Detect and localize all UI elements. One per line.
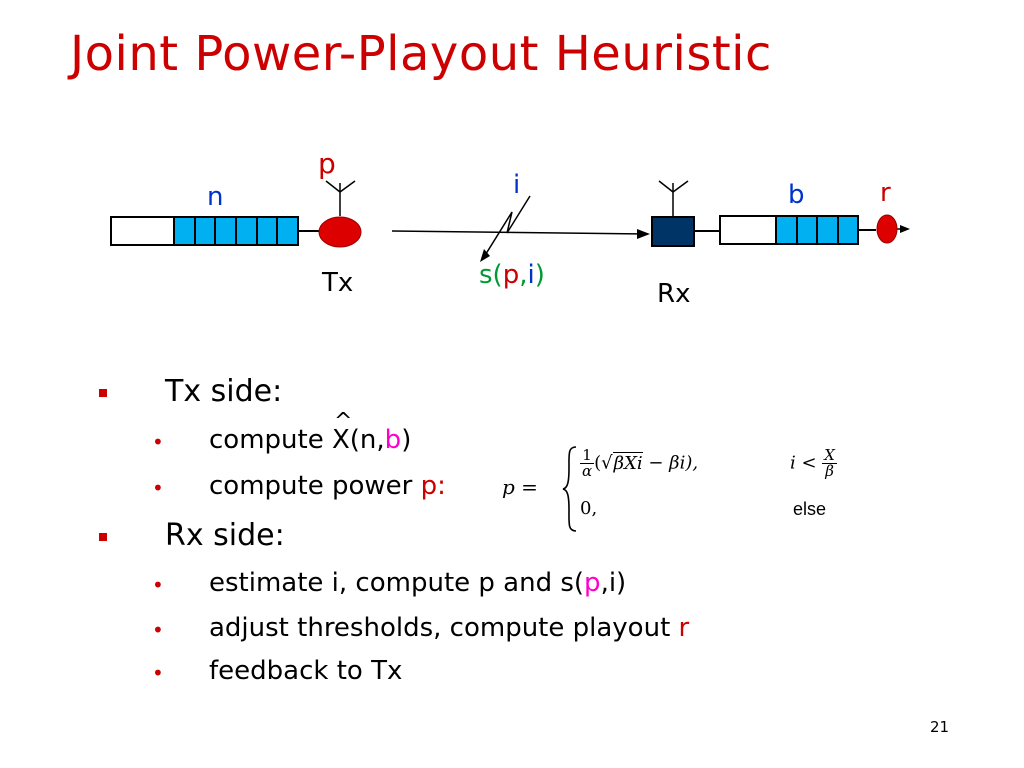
tx-queue bbox=[110, 216, 299, 246]
feedback-item: feedback to Tx bbox=[209, 656, 403, 686]
rx-node bbox=[651, 216, 695, 247]
compute-x-item: compute ^X(n,b) bbox=[209, 409, 412, 455]
channel-arrow bbox=[391, 229, 650, 239]
queue-b-label: b bbox=[788, 180, 805, 210]
page-number: 21 bbox=[930, 718, 950, 736]
bullet-square-icon bbox=[99, 533, 107, 541]
interference-label: i bbox=[513, 170, 521, 200]
rx-antenna-icon bbox=[658, 180, 689, 216]
interference-icon bbox=[480, 195, 531, 262]
bullet-dot-icon: • bbox=[152, 661, 164, 685]
formula-lhs: p = bbox=[502, 475, 538, 499]
bullet-square-icon bbox=[99, 389, 107, 397]
bullet-dot-icon: • bbox=[152, 430, 164, 454]
queue-n-label: n bbox=[207, 182, 224, 212]
formula-brace bbox=[562, 446, 577, 532]
adjust-item: adjust thresholds, compute playout r bbox=[209, 613, 690, 643]
slide-title: Joint Power-Playout Heuristic bbox=[70, 26, 772, 82]
power-label: p bbox=[318, 147, 336, 180]
playout-r-label: r bbox=[880, 178, 891, 208]
bullet-dot-icon: • bbox=[152, 476, 164, 500]
tx-label: Tx bbox=[322, 268, 354, 298]
rx-label: Rx bbox=[657, 279, 691, 309]
estimate-item: estimate i, compute p and s(p,i) bbox=[209, 568, 627, 598]
formula-case2-condition: else bbox=[793, 499, 827, 519]
tx-node bbox=[318, 216, 362, 248]
rx-side-heading: Rx side: bbox=[165, 518, 285, 553]
signal-label: s(p,i) bbox=[479, 260, 545, 290]
compute-power-item: compute power p: bbox=[209, 471, 446, 501]
bullet-dot-icon: • bbox=[152, 618, 164, 642]
bullet-dot-icon: • bbox=[152, 573, 164, 597]
tx-side-heading: Tx side: bbox=[165, 374, 283, 409]
x-hat-symbol: ^X bbox=[331, 409, 353, 455]
tx-antenna-icon bbox=[325, 180, 356, 216]
formula-case2-value: 0, bbox=[580, 498, 598, 519]
rx-queue bbox=[719, 215, 859, 245]
playout-node bbox=[876, 214, 898, 244]
